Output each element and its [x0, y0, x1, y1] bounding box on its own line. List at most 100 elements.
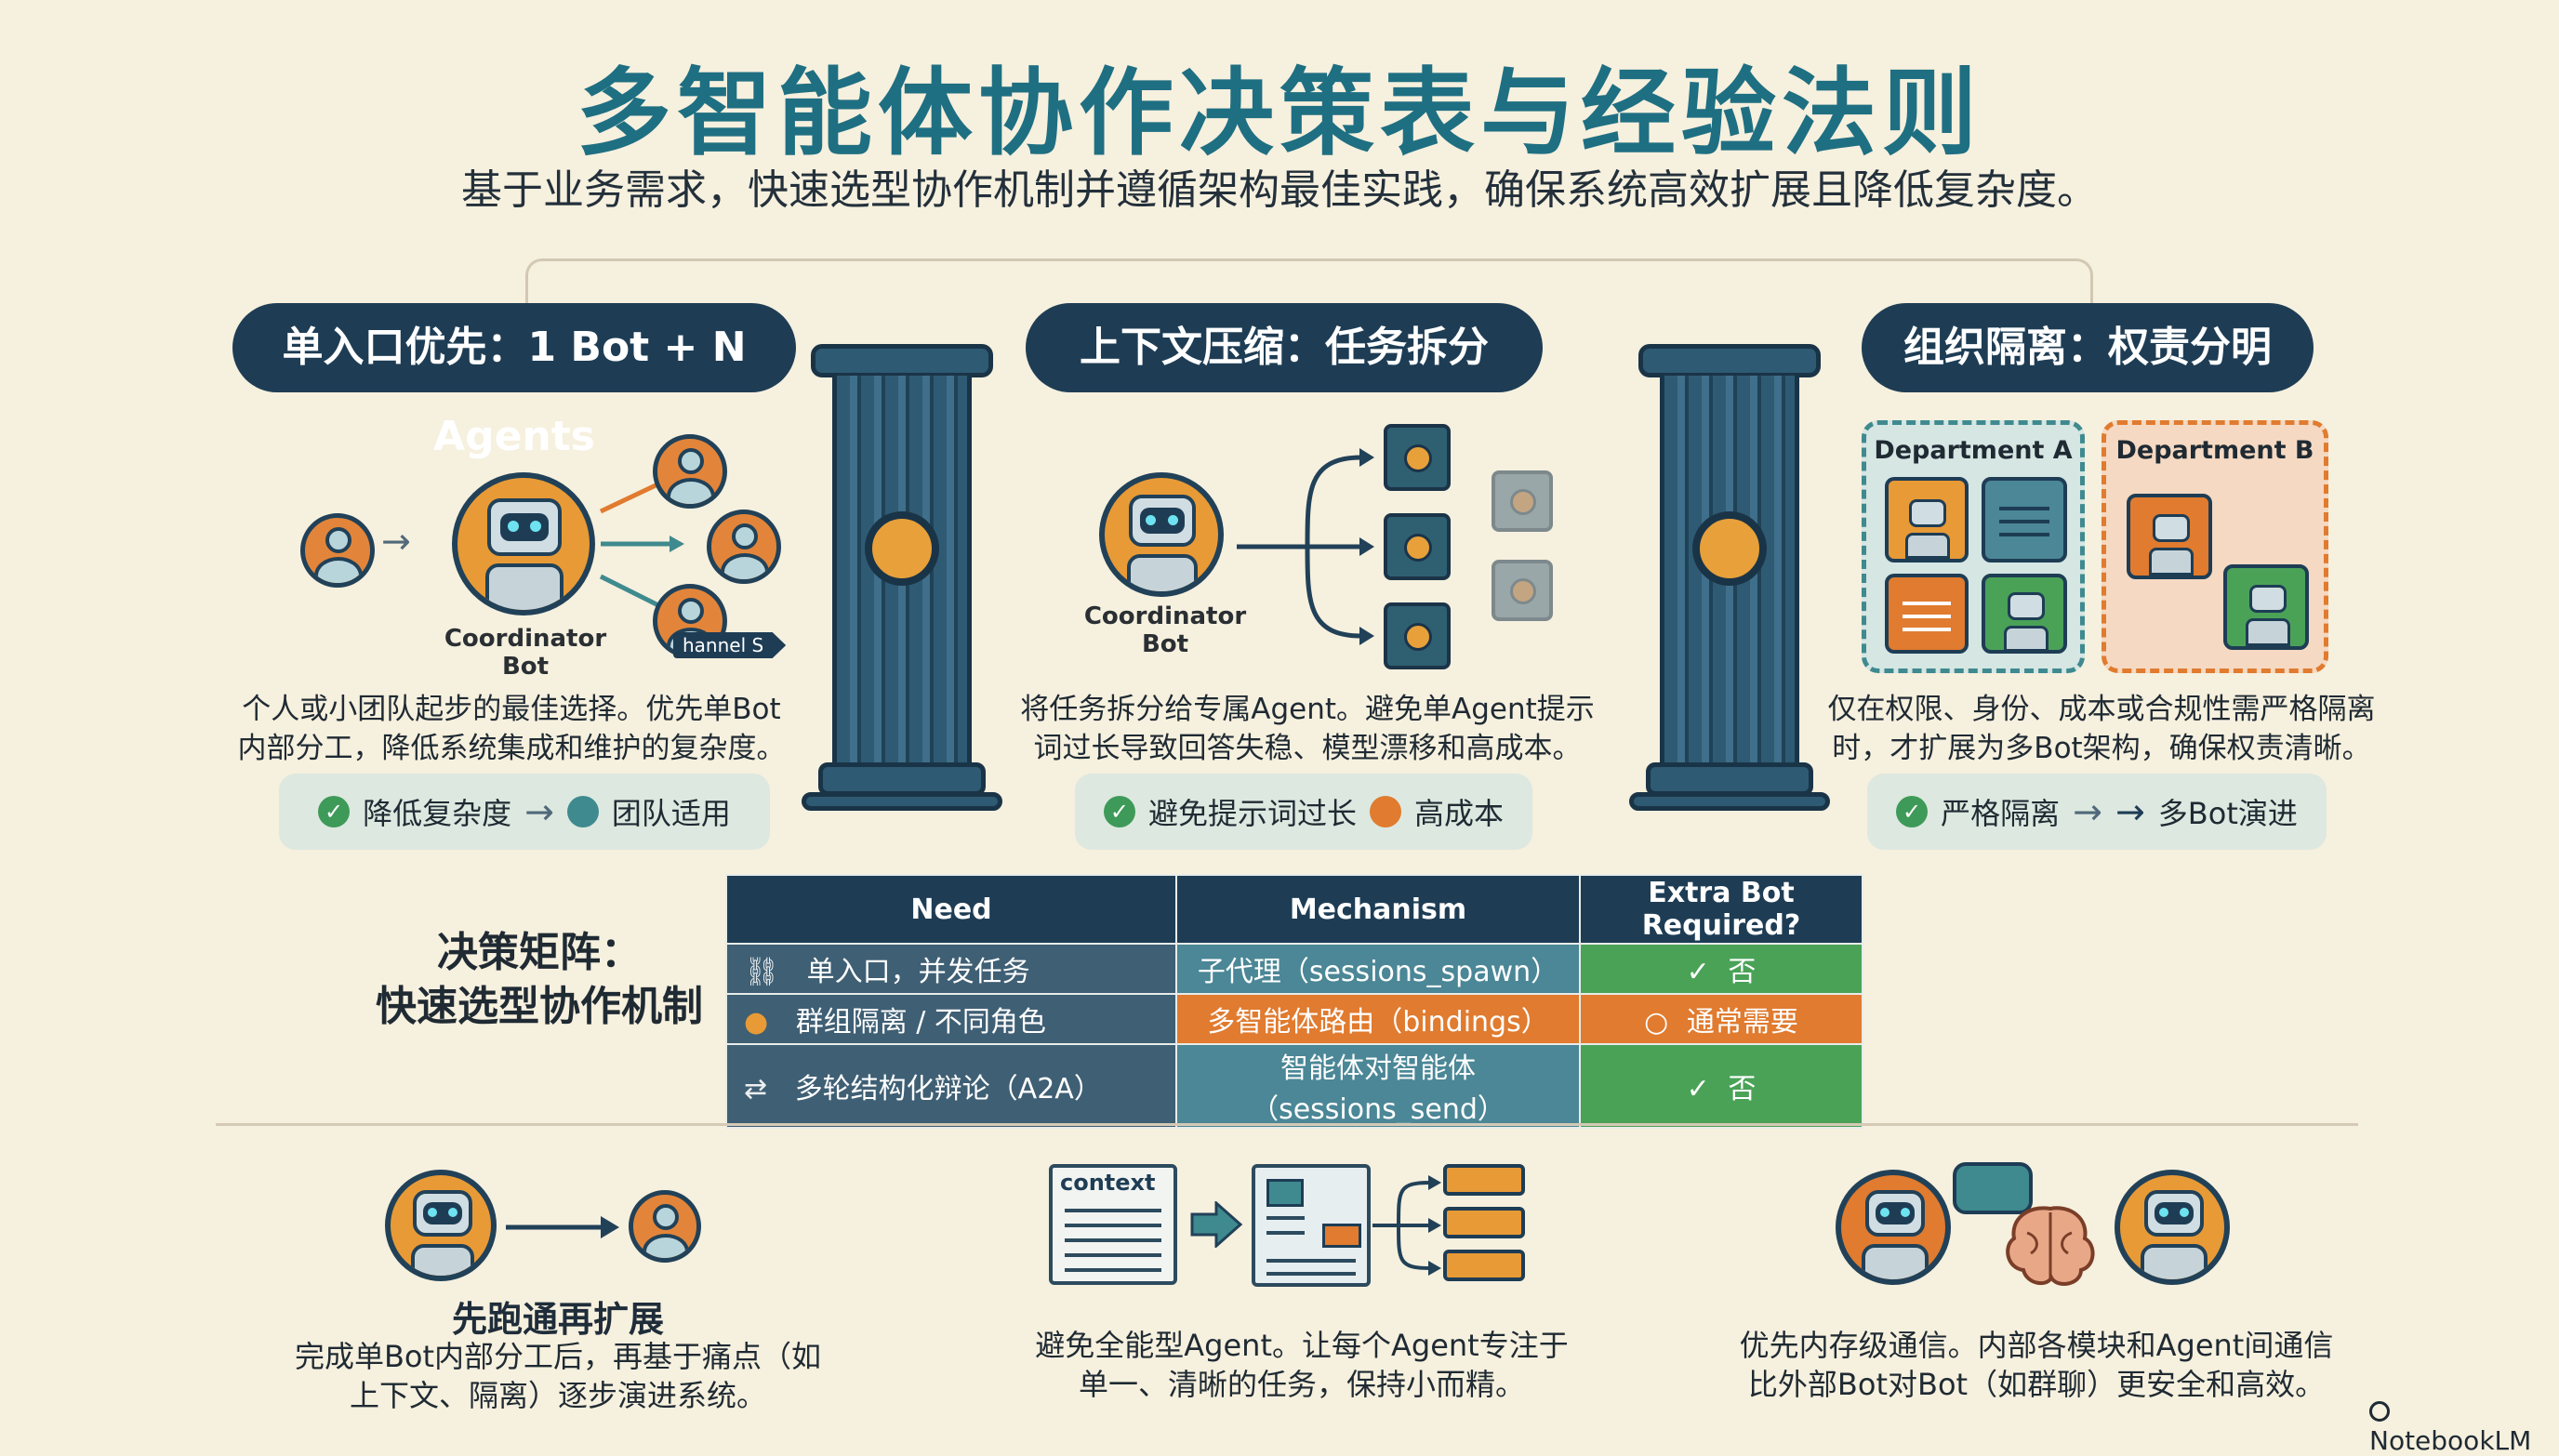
idle-chip-icon — [1492, 470, 1553, 532]
left-desc-line: 内部分工，降低系统集成和维护的复杂度。 — [237, 732, 786, 765]
check-icon: ✓ — [1103, 796, 1135, 827]
tag-reduce-complexity: 降低复杂度 — [363, 796, 512, 831]
need-text: 多轮结构化辩论（A2A） — [794, 1073, 1102, 1105]
table-row: ● 群组隔离 / 不同角色 多智能体路由（bindings） ○ 通常需要 — [725, 993, 1863, 1045]
watermark-text: NotebookLM — [2369, 1425, 2532, 1456]
middle-description: 将任务拆分给专属Agent。避免单Agent提示 词过长导致回答失稳、模型漂移和… — [1010, 690, 1605, 768]
tag-high-cost: 高成本 — [1414, 796, 1505, 831]
check-circle-icon: ✓ — [1686, 956, 1710, 988]
left-description: 个人或小团队起步的最佳选择。优先单Bot 内部分工，降低系统集成和维护的复杂度。 — [214, 690, 809, 768]
header-need: Need — [725, 874, 1177, 945]
mechanism-cell: 多智能体路由（bindings） — [1175, 993, 1581, 1045]
pillar-base — [802, 792, 1002, 811]
circle-icon: ○ — [1644, 1006, 1669, 1039]
check-icon: ✓ — [1896, 796, 1929, 827]
context-document-icon: context — [1049, 1164, 1177, 1285]
footer-col3-line: 比外部Bot对Bot（如群聊）更安全和高效。 — [1747, 1367, 2326, 1402]
task-card-icon — [1443, 1164, 1525, 1196]
coordinator-robot-icon — [1099, 472, 1224, 597]
coordinator-bot-label: Coordinator Bot — [444, 625, 607, 681]
arrow-icon — [1190, 1201, 1243, 1248]
pillar-icon — [811, 344, 993, 377]
robot-tile-icon — [2127, 494, 2212, 579]
orange-dot-icon: ● — [744, 1006, 769, 1039]
mechanism-cell: 智能体对智能体（sessions_send） — [1175, 1043, 1581, 1129]
tag-multi-bot: 多Bot演进 — [2157, 796, 2298, 831]
arrow-icon — [506, 1216, 619, 1238]
footer-col3-text: 优先内存级通信。内部各模块和Agent间通信 比外部Bot对Bot（如群聊）更安… — [1739, 1326, 2334, 1404]
single-entry-pill: 单入口优先：1 Bot + N Agents — [232, 303, 796, 460]
tag-strict-isolation: 严格隔离 — [1941, 796, 2061, 831]
org-isolation-pill: 组织隔离：权责分明 — [1862, 303, 2314, 392]
pillar-base — [1629, 792, 1830, 811]
pillar-ring-icon — [865, 511, 939, 586]
need-text: 群组隔离 / 不同角色 — [795, 1006, 1046, 1039]
middle-desc-line: 将任务拆分给专属Agent。避免单Agent提示 — [1020, 693, 1595, 726]
brain-icon — [2006, 1206, 2095, 1286]
chat-tile-icon — [1982, 477, 2067, 563]
middle-tag-box: ✓ 避免提示词过长 高成本 — [1075, 774, 1532, 850]
chat-tile-icon — [1885, 574, 1969, 654]
agent-chip-icon — [1384, 513, 1451, 580]
matrix-heading-line: 快速选型协作机制 — [376, 983, 703, 1030]
arrow-icon: → — [2115, 791, 2145, 832]
table-row: ⛓ 单入口，并发任务 子代理（sessions_spawn） ✓ 否 — [725, 943, 1863, 995]
footer-col3-line: 优先内存级通信。内部各模块和Agent间通信 — [1739, 1328, 2334, 1363]
agent-avatar-icon — [707, 510, 781, 584]
robot-tile-icon — [1982, 574, 2067, 654]
middle-desc-line: 词过长导致回答失稳、模型漂移和高成本。 — [1033, 732, 1582, 765]
left-desc-line: 个人或小团队起步的最佳选择。优先单Bot — [242, 693, 781, 726]
footer-col1-title: 先跑通再扩展 — [451, 1299, 664, 1340]
right-tag-box: ✓ 严格隔离 → → 多Bot演进 — [1867, 774, 2327, 850]
idle-chip-icon — [1492, 560, 1553, 621]
channel-tag: hannel S — [673, 632, 787, 658]
extra-cell: ✓ 否 — [1579, 1043, 1863, 1129]
need-text: 单入口，并发任务 — [806, 956, 1030, 988]
department-a-box: Department A — [1862, 420, 2085, 673]
extra-cell: ○ 通常需要 — [1579, 993, 1863, 1045]
page-title: 多智能体协作决策表与经验法则 — [577, 59, 1982, 169]
need-cell: ⇄ 多轮结构化辩论（A2A） — [725, 1043, 1177, 1129]
table-row: ⇄ 多轮结构化辩论（A2A） 智能体对智能体（sessions_send） ✓ … — [725, 1043, 1863, 1129]
right-desc-line: 仅在权限、身份、成本或合规性需严格隔离 — [1827, 693, 2376, 726]
section-divider — [216, 1123, 2358, 1126]
arrow-icon: → — [381, 521, 411, 562]
coordinator-robot-icon — [452, 472, 595, 615]
agent-avatar-icon — [653, 434, 727, 509]
task-card-icon — [1443, 1207, 1525, 1238]
chat-bubble-icon — [1953, 1162, 2033, 1214]
cost-dot-icon — [1370, 796, 1401, 827]
matrix-heading-line: 决策矩阵： — [437, 929, 642, 976]
check-icon: ✓ — [318, 796, 351, 827]
context-doc-label: context — [1060, 1170, 1156, 1196]
department-b-title: Department B — [2115, 436, 2314, 465]
check-circle-icon: ✓ — [1686, 1073, 1710, 1105]
pillar-base — [818, 762, 986, 796]
footer-col2-line: 避免全能型Agent。让每个Agent专注于 — [1035, 1328, 1569, 1363]
footer-col2-line: 单一、清晰的任务，保持小而精。 — [1078, 1367, 1525, 1402]
header-extra-bot: Extra Bot Required? — [1579, 874, 1863, 945]
robot-icon — [385, 1170, 497, 1281]
header-mechanism: Mechanism — [1175, 874, 1581, 945]
decision-matrix-table: Need Mechanism Extra Bot Required? ⛓ 单入口… — [725, 874, 1863, 1129]
robot-tile-icon — [1885, 477, 1969, 563]
extra-text: 否 — [1728, 1073, 1757, 1105]
footer-col1-line: 完成单Bot内部分工后，再基于痛点（如 — [294, 1339, 822, 1374]
section-bracket — [525, 258, 2093, 317]
footer-col2-text: 避免全能型Agent。让每个Agent专注于 单一、清晰的任务，保持小而精。 — [1004, 1326, 1599, 1404]
tag-avoid-long-prompt: 避免提示词过长 — [1147, 796, 1357, 831]
task-card-icon — [1443, 1250, 1525, 1281]
robot-tile-icon — [2223, 564, 2309, 650]
user-avatar-icon — [300, 513, 375, 588]
table-header-row: Need Mechanism Extra Bot Required? — [725, 874, 1863, 945]
split-document-icon — [1252, 1164, 1371, 1287]
footer-col1-text: 完成单Bot内部分工后，再基于痛点（如 上下文、隔离）逐步演进系统。 — [279, 1337, 837, 1415]
pillar-base — [1646, 762, 1813, 796]
agent-chip-icon — [1384, 424, 1451, 491]
tag-team-fit: 团队适用 — [611, 796, 731, 831]
arrow-icon: → — [2073, 791, 2102, 832]
pillar-icon — [1638, 344, 1821, 377]
extra-cell: ✓ 否 — [1579, 943, 1863, 995]
agent-chip-icon — [1384, 602, 1451, 669]
robot-icon — [2115, 1170, 2230, 1285]
